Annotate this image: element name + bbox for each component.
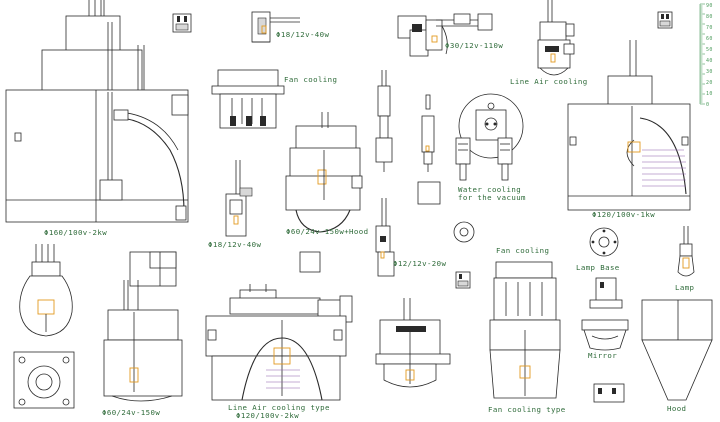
ruler-tick-0: 0	[706, 102, 709, 108]
line-air-cooling-lamp-drawing	[537, 0, 575, 76]
ruler-tick-60: 60	[706, 36, 713, 42]
hood-drawing	[641, 299, 713, 401]
label-lamp-18-40w-mid: Φ18/12v-40w	[208, 240, 261, 249]
ruler-tick-90: 90	[706, 3, 713, 9]
ruler-tick-50: 50	[706, 47, 713, 53]
lamp-18-40w-top-drawing	[251, 11, 300, 43]
lamp-18-40w-mid-drawing	[225, 160, 253, 237]
label-lamp-160-2kw: Φ160/100v-2kw	[44, 228, 107, 237]
fan-cooling-top-drawing	[211, 69, 285, 129]
ruler-tick-80: 80	[706, 14, 713, 20]
water-cooling-vacuum-drawing	[455, 93, 524, 181]
ruler-tick-10: 10	[706, 91, 713, 97]
long-stick-lamp-drawing	[375, 70, 435, 172]
lamp-bulb-drawing	[677, 226, 695, 277]
small-box-centre	[299, 251, 321, 273]
small-box-mid	[417, 181, 441, 205]
small-connector-top	[172, 13, 192, 33]
ruler-tick-30: 30	[706, 69, 713, 75]
label-fan-cooling-type: Fan cooling type	[488, 405, 566, 414]
lamp-60-150w-drawing	[103, 280, 183, 402]
line-air-cooling-type-2kw-drawing	[205, 284, 353, 401]
center-bottom-lamp-drawing	[375, 298, 451, 388]
small-connector-top-right	[657, 11, 673, 29]
fan-cooling-type-drawing	[489, 261, 561, 399]
label-fan-cooling-mid: Fan cooling	[496, 246, 549, 255]
ruler-tick-20: 20	[706, 80, 713, 86]
label-fan-cooling-top: Fan cooling	[284, 75, 337, 84]
flange-plate-drawing	[13, 351, 75, 409]
label-lamp-30-110w: Φ30/12v-110w	[445, 41, 503, 50]
bulb-lamp-left-drawing	[19, 244, 73, 337]
ring-washer-drawing	[453, 221, 475, 243]
label-hood: Hood	[667, 404, 686, 413]
label-mirror: Mirror	[588, 351, 617, 360]
label-line-air-cooling-type-2kw: Φ120/100v-2kw	[236, 411, 299, 420]
scale-ruler: 90 80 70 60 50 40 30 20 10 0	[699, 3, 713, 108]
label-for-the-vacuum: for the vacuum	[458, 193, 526, 202]
ruler-tick-40: 40	[706, 58, 713, 64]
label-lamp-12-20w: Φ12/12v-20w	[393, 259, 446, 268]
lamp-12-20w-drawing	[375, 198, 395, 277]
lamp-base-drawing	[589, 227, 619, 257]
lamp-30-110w-drawing	[397, 13, 493, 57]
label-lamp-18-40w-top: Φ18/12v-40w	[276, 30, 329, 39]
small-part-left	[129, 251, 177, 287]
small-connector-bottom	[593, 383, 625, 403]
label-water-cooling: Water cooling	[458, 185, 521, 194]
label-lamp: Lamp	[675, 283, 694, 292]
lamp-120-1kw-drawing	[567, 40, 691, 211]
bracket-drawing	[589, 277, 623, 309]
label-lamp-120-1kw: Φ120/100v-1kw	[592, 210, 655, 219]
label-lamp-60-150w: Φ60/24v-150w	[102, 408, 160, 417]
label-lamp-60-150w-hood: Φ60/24v-150w+Hood	[286, 227, 368, 236]
label-line-air-cooling-type: Line Air cooling type	[228, 403, 330, 412]
mirror-drawing	[581, 319, 629, 351]
label-line-air-cooling: Line Air cooling	[510, 77, 588, 86]
ruler-tick-70: 70	[706, 25, 713, 31]
lamp-60-150w-hood-drawing	[285, 112, 363, 233]
small-connector-mid	[455, 271, 471, 289]
lamp-160-2kw-drawing	[5, 0, 189, 223]
label-lamp-base: Lamp Base	[576, 263, 620, 272]
